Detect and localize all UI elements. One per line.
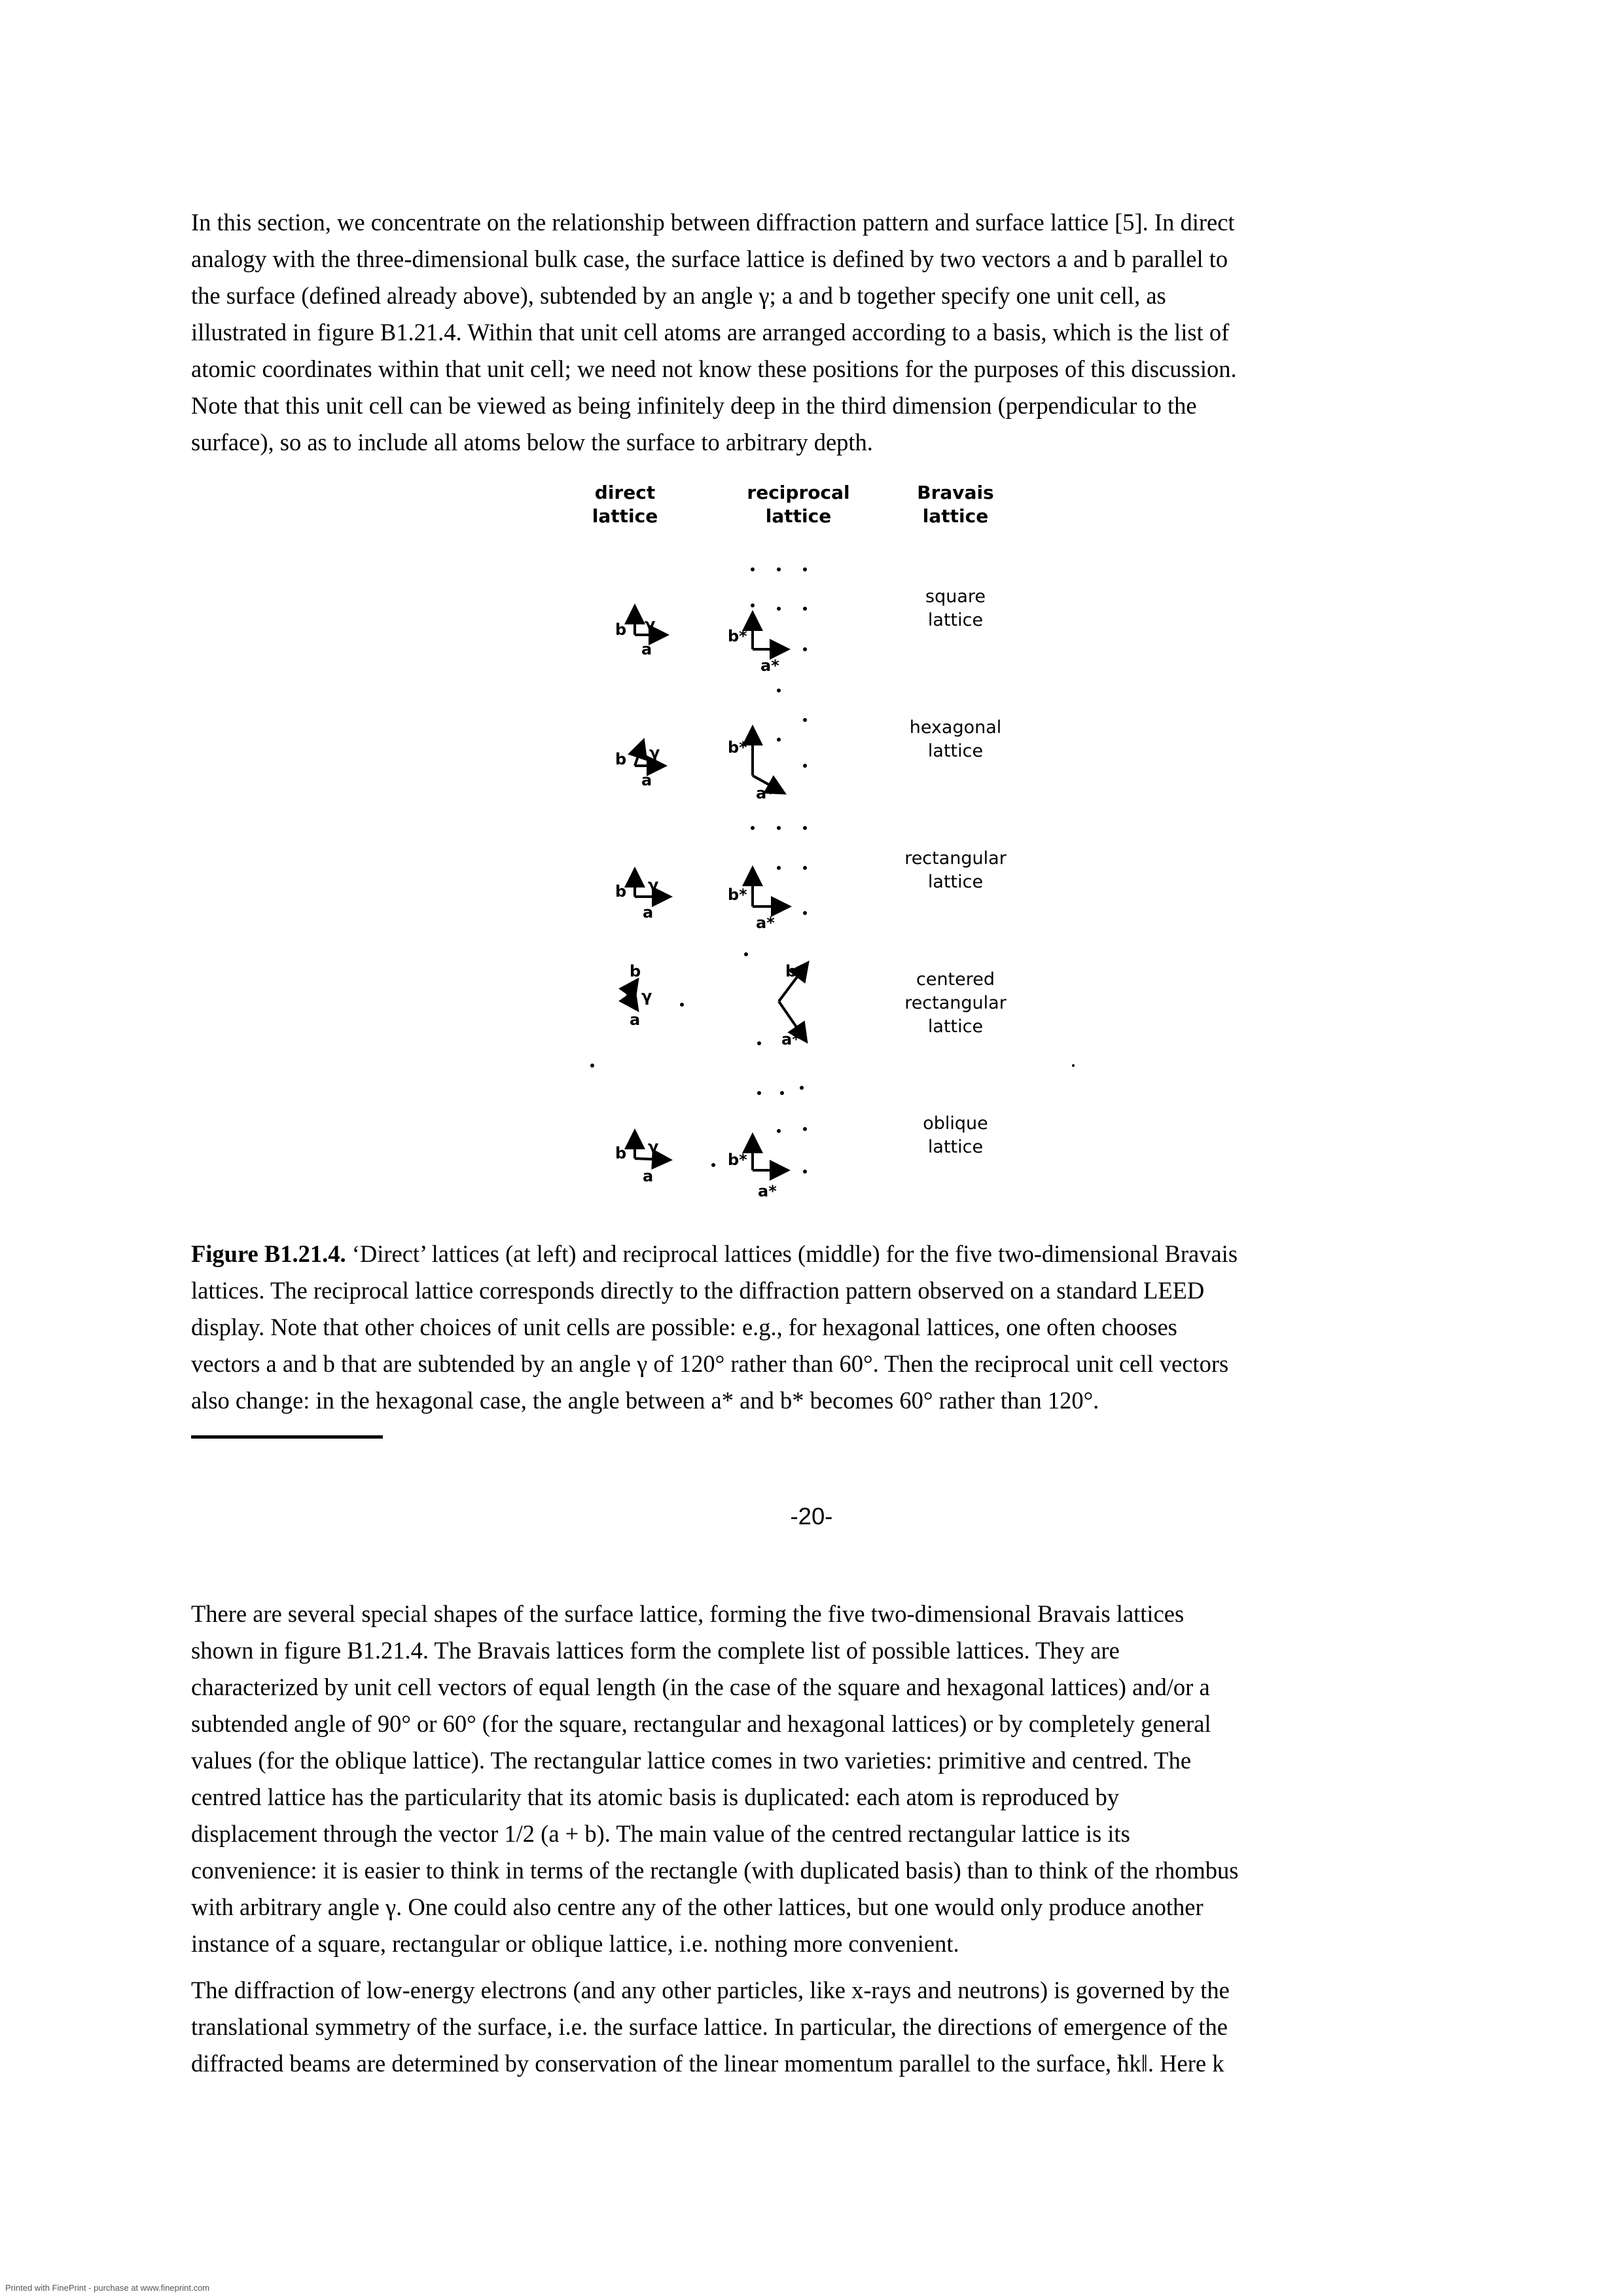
text-line: Note that this unit cell can be viewed a… — [191, 392, 1197, 419]
row-hexagonal: b γ a b* a* hexagonal lattice — [615, 689, 1001, 802]
text-line: translational symmetry of the surface, i… — [191, 2013, 1228, 2040]
reciprocal-rectangular-cell: b* a* — [728, 826, 807, 932]
symbol-gamma: γ — [648, 1138, 658, 1156]
symbol-gamma: γ — [649, 744, 660, 762]
print-footer: Printed with FinePrint - purchase at www… — [5, 2283, 210, 2293]
direct-square-cell: b γ a — [615, 603, 669, 658]
symbol-a: a — [630, 1011, 640, 1029]
caption-label: Figure B1.21.4. — [191, 1240, 346, 1267]
symbol-a: a — [643, 903, 653, 922]
symbol-a: a — [643, 1167, 653, 1185]
label-oblique: oblique — [923, 1113, 988, 1134]
text-line: In this section, we concentrate on the r… — [191, 209, 1235, 236]
caption-line: display. Note that other choices of unit… — [191, 1314, 1177, 1340]
label-square-2: lattice — [928, 610, 983, 630]
text-line: analogy with the three-dimensional bulk … — [191, 245, 1228, 272]
text-line: displacement through the vector 1/2 (a +… — [191, 1820, 1130, 1847]
symbol-a: a — [641, 640, 652, 658]
symbol-b-star: b* — [728, 1151, 747, 1169]
reciprocal-oblique-cell: b* a* — [728, 1086, 807, 1200]
reciprocal-centered-cell: b* a* — [744, 952, 810, 1049]
symbol-b: b — [615, 750, 626, 768]
row-oblique: b γ a b* a* oblique lattice — [615, 1086, 988, 1200]
symbol-b: b — [615, 1144, 626, 1162]
lattice-diagram: direct lattice reciprocal lattice Bravai… — [590, 482, 1075, 1200]
caption-line: also change: in the hexagonal case, the … — [191, 1387, 1099, 1414]
reciprocal-square-cell: b* a* — [728, 567, 807, 675]
footnote-rule — [191, 1435, 383, 1439]
text-line: convenience: it is easier to think in te… — [191, 1857, 1239, 1884]
page-number: -20- — [790, 1503, 833, 1530]
symbol-a-star: a* — [756, 914, 775, 932]
header-bravais: Bravais — [917, 482, 993, 503]
header-reciprocal: reciprocal — [747, 482, 849, 503]
text-line: instance of a square, rectangular or obl… — [191, 1930, 959, 1957]
text-line: There are several special shapes of the … — [191, 1600, 1185, 1627]
symbol-gamma: γ — [645, 615, 655, 634]
symbol-b-star: b* — [728, 627, 747, 645]
symbol-a-star: a* — [781, 1030, 800, 1049]
label-centered-2: rectangular — [904, 993, 1007, 1013]
reciprocal-hexagonal-cell: b* a* — [728, 689, 807, 802]
bravais-lattice-figure: direct lattice reciprocal lattice Bravai… — [556, 478, 1080, 1211]
symbol-a-star: a* — [758, 1182, 777, 1200]
text-line: the surface (defined already above), sub… — [191, 282, 1166, 309]
diffraction-paragraph: The diffraction of low-energy electrons … — [191, 1972, 1435, 2082]
figure-caption: Figure B1.21.4. ‘Direct’ lattices (at le… — [191, 1236, 1435, 1419]
label-hexagonal-2: lattice — [928, 741, 983, 761]
caption-line: vectors a and b that are subtended by an… — [191, 1350, 1229, 1377]
caption-text: ‘Direct’ lattices (at left) and reciproc… — [346, 1240, 1238, 1267]
intro-paragraph: In this section, we concentrate on the r… — [191, 204, 1435, 461]
symbol-b: b — [615, 620, 626, 639]
symbol-gamma: γ — [648, 876, 658, 894]
header-direct-2: lattice — [592, 505, 658, 527]
caption-line: lattices. The reciprocal lattice corresp… — [191, 1277, 1205, 1304]
caption-line-1: Figure B1.21.4. ‘Direct’ lattices (at le… — [191, 1236, 1435, 1272]
header-bravais-2: lattice — [923, 505, 988, 527]
symbol-b-star: b* — [728, 738, 747, 757]
bravais-paragraph: There are several special shapes of the … — [191, 1596, 1435, 1962]
row-centered-rectangular: b γ a b* a* centered rectangular lattice — [590, 952, 1075, 1067]
label-oblique-2: lattice — [928, 1137, 983, 1157]
text-line: with arbitrary angle γ. One could also c… — [191, 1893, 1204, 1920]
label-hexagonal: hexagonal — [910, 717, 1002, 738]
symbol-b: b — [615, 882, 626, 901]
direct-hexagonal-cell: b γ a — [615, 738, 668, 789]
symbol-b: b — [630, 962, 641, 980]
text-line: surface), so as to include all atoms bel… — [191, 429, 873, 456]
header-direct: direct — [595, 482, 655, 503]
header-reciprocal-2: lattice — [766, 505, 831, 527]
label-centered: centered — [916, 969, 995, 990]
text-line: characterized by unit cell vectors of eq… — [191, 1674, 1210, 1700]
text-line: values (for the oblique lattice). The re… — [191, 1747, 1192, 1774]
text-line: diffracted beams are determined by conse… — [191, 2050, 1224, 2077]
direct-oblique-cell: b γ a — [615, 1128, 715, 1185]
text-line: The diffraction of low-energy electrons … — [191, 1977, 1230, 2003]
text-line: subtended angle of 90° or 60° (for the s… — [191, 1710, 1211, 1737]
row-square: b γ a b* a* square lattice — [615, 567, 986, 675]
symbol-gamma: γ — [641, 987, 652, 1005]
label-rectangular: rectangular — [904, 848, 1007, 869]
label-centered-3: lattice — [928, 1016, 983, 1037]
text-line: centred lattice has the particularity th… — [191, 1784, 1119, 1810]
text-line: atomic coordinates within that unit cell… — [191, 355, 1237, 382]
row-rectangular: b γ a b* a* rectangular lattice — [615, 826, 1007, 932]
symbol-a-star: a* — [760, 656, 779, 675]
symbol-b-star: b* — [728, 886, 747, 904]
text-line: illustrated in figure B1.21.4. Within th… — [191, 319, 1230, 346]
symbol-a-star: a* — [756, 784, 775, 802]
symbol-a: a — [641, 771, 652, 789]
direct-centered-cell: b γ a — [618, 962, 684, 1029]
text-line: shown in figure B1.21.4. The Bravais lat… — [191, 1637, 1120, 1664]
symbol-b-star: b* — [785, 962, 805, 980]
label-square: square — [925, 586, 986, 607]
label-rectangular-2: lattice — [928, 872, 983, 892]
direct-rectangular-cell: b γ a — [615, 867, 673, 922]
